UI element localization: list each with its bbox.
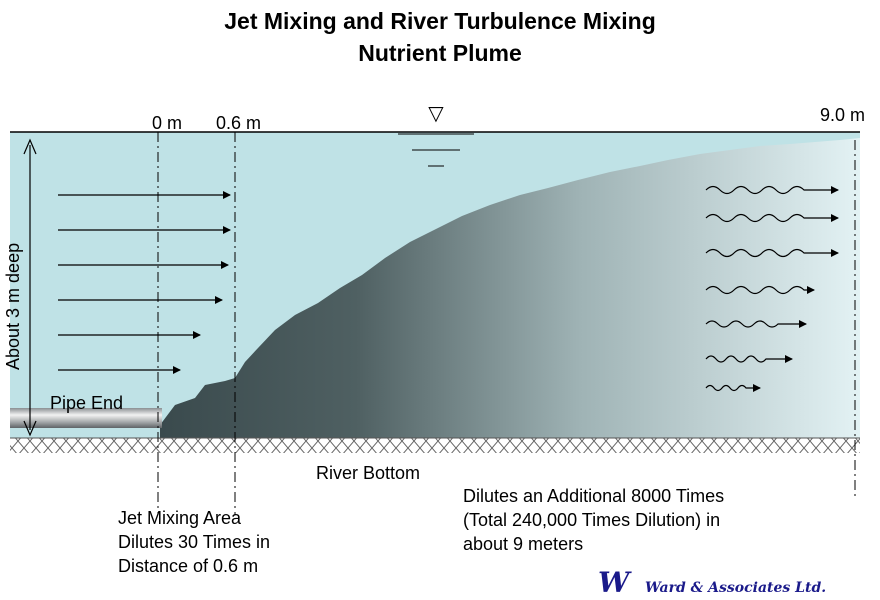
river-bottom-label: River Bottom	[316, 463, 421, 483]
turbulence-arrows	[705, 185, 839, 392]
turbulence-arrow	[705, 355, 793, 363]
jet-mixing-note: Jet Mixing Area Dilutes 30 Times in Dist…	[118, 506, 270, 578]
company-logo: W Ward & Associates Ltd.	[598, 566, 826, 599]
turbulence-arrow	[705, 248, 839, 258]
jet-note-line: Jet Mixing Area	[118, 508, 242, 528]
turbulence-arrow	[705, 320, 807, 328]
jet-note-line: Distance of 0.6 m	[118, 556, 259, 576]
turbulence-arrow	[705, 384, 761, 392]
marker-0m-label: 0 m	[152, 113, 183, 133]
logo-mark: W	[598, 566, 629, 599]
nutrient-plume	[160, 138, 860, 438]
river-note-line: (Total 240,000 Times Dilution) in	[463, 510, 721, 530]
discharge-pipe	[10, 408, 162, 428]
turbulence-arrow	[705, 185, 839, 195]
river-mixing-note: Dilutes an Additional 8000 Times (Total …	[463, 484, 724, 556]
title-line-2: Nutrient Plume	[358, 40, 522, 66]
title-line-1: Jet Mixing and River Turbulence Mixing	[224, 8, 656, 34]
marker-06m-label: 0.6 m	[216, 113, 262, 133]
logo-text: Ward & Associates Ltd.	[645, 580, 827, 596]
marker-9m-label: 9.0 m	[820, 105, 866, 125]
depth-label: About 3 m deep	[3, 242, 23, 370]
water-surface-symbol: ▽	[428, 101, 444, 125]
pipe-end-label: Pipe End	[50, 393, 124, 413]
river-note-line: about 9 meters	[463, 534, 584, 554]
jet-note-line: Dilutes 30 Times in	[118, 532, 271, 552]
turbulence-arrow	[705, 213, 839, 223]
river-note-line: Dilutes an Additional 8000 Times	[463, 486, 725, 506]
river-bottom	[10, 438, 860, 453]
current-arrows	[58, 191, 231, 374]
turbulence-arrow	[705, 285, 815, 295]
